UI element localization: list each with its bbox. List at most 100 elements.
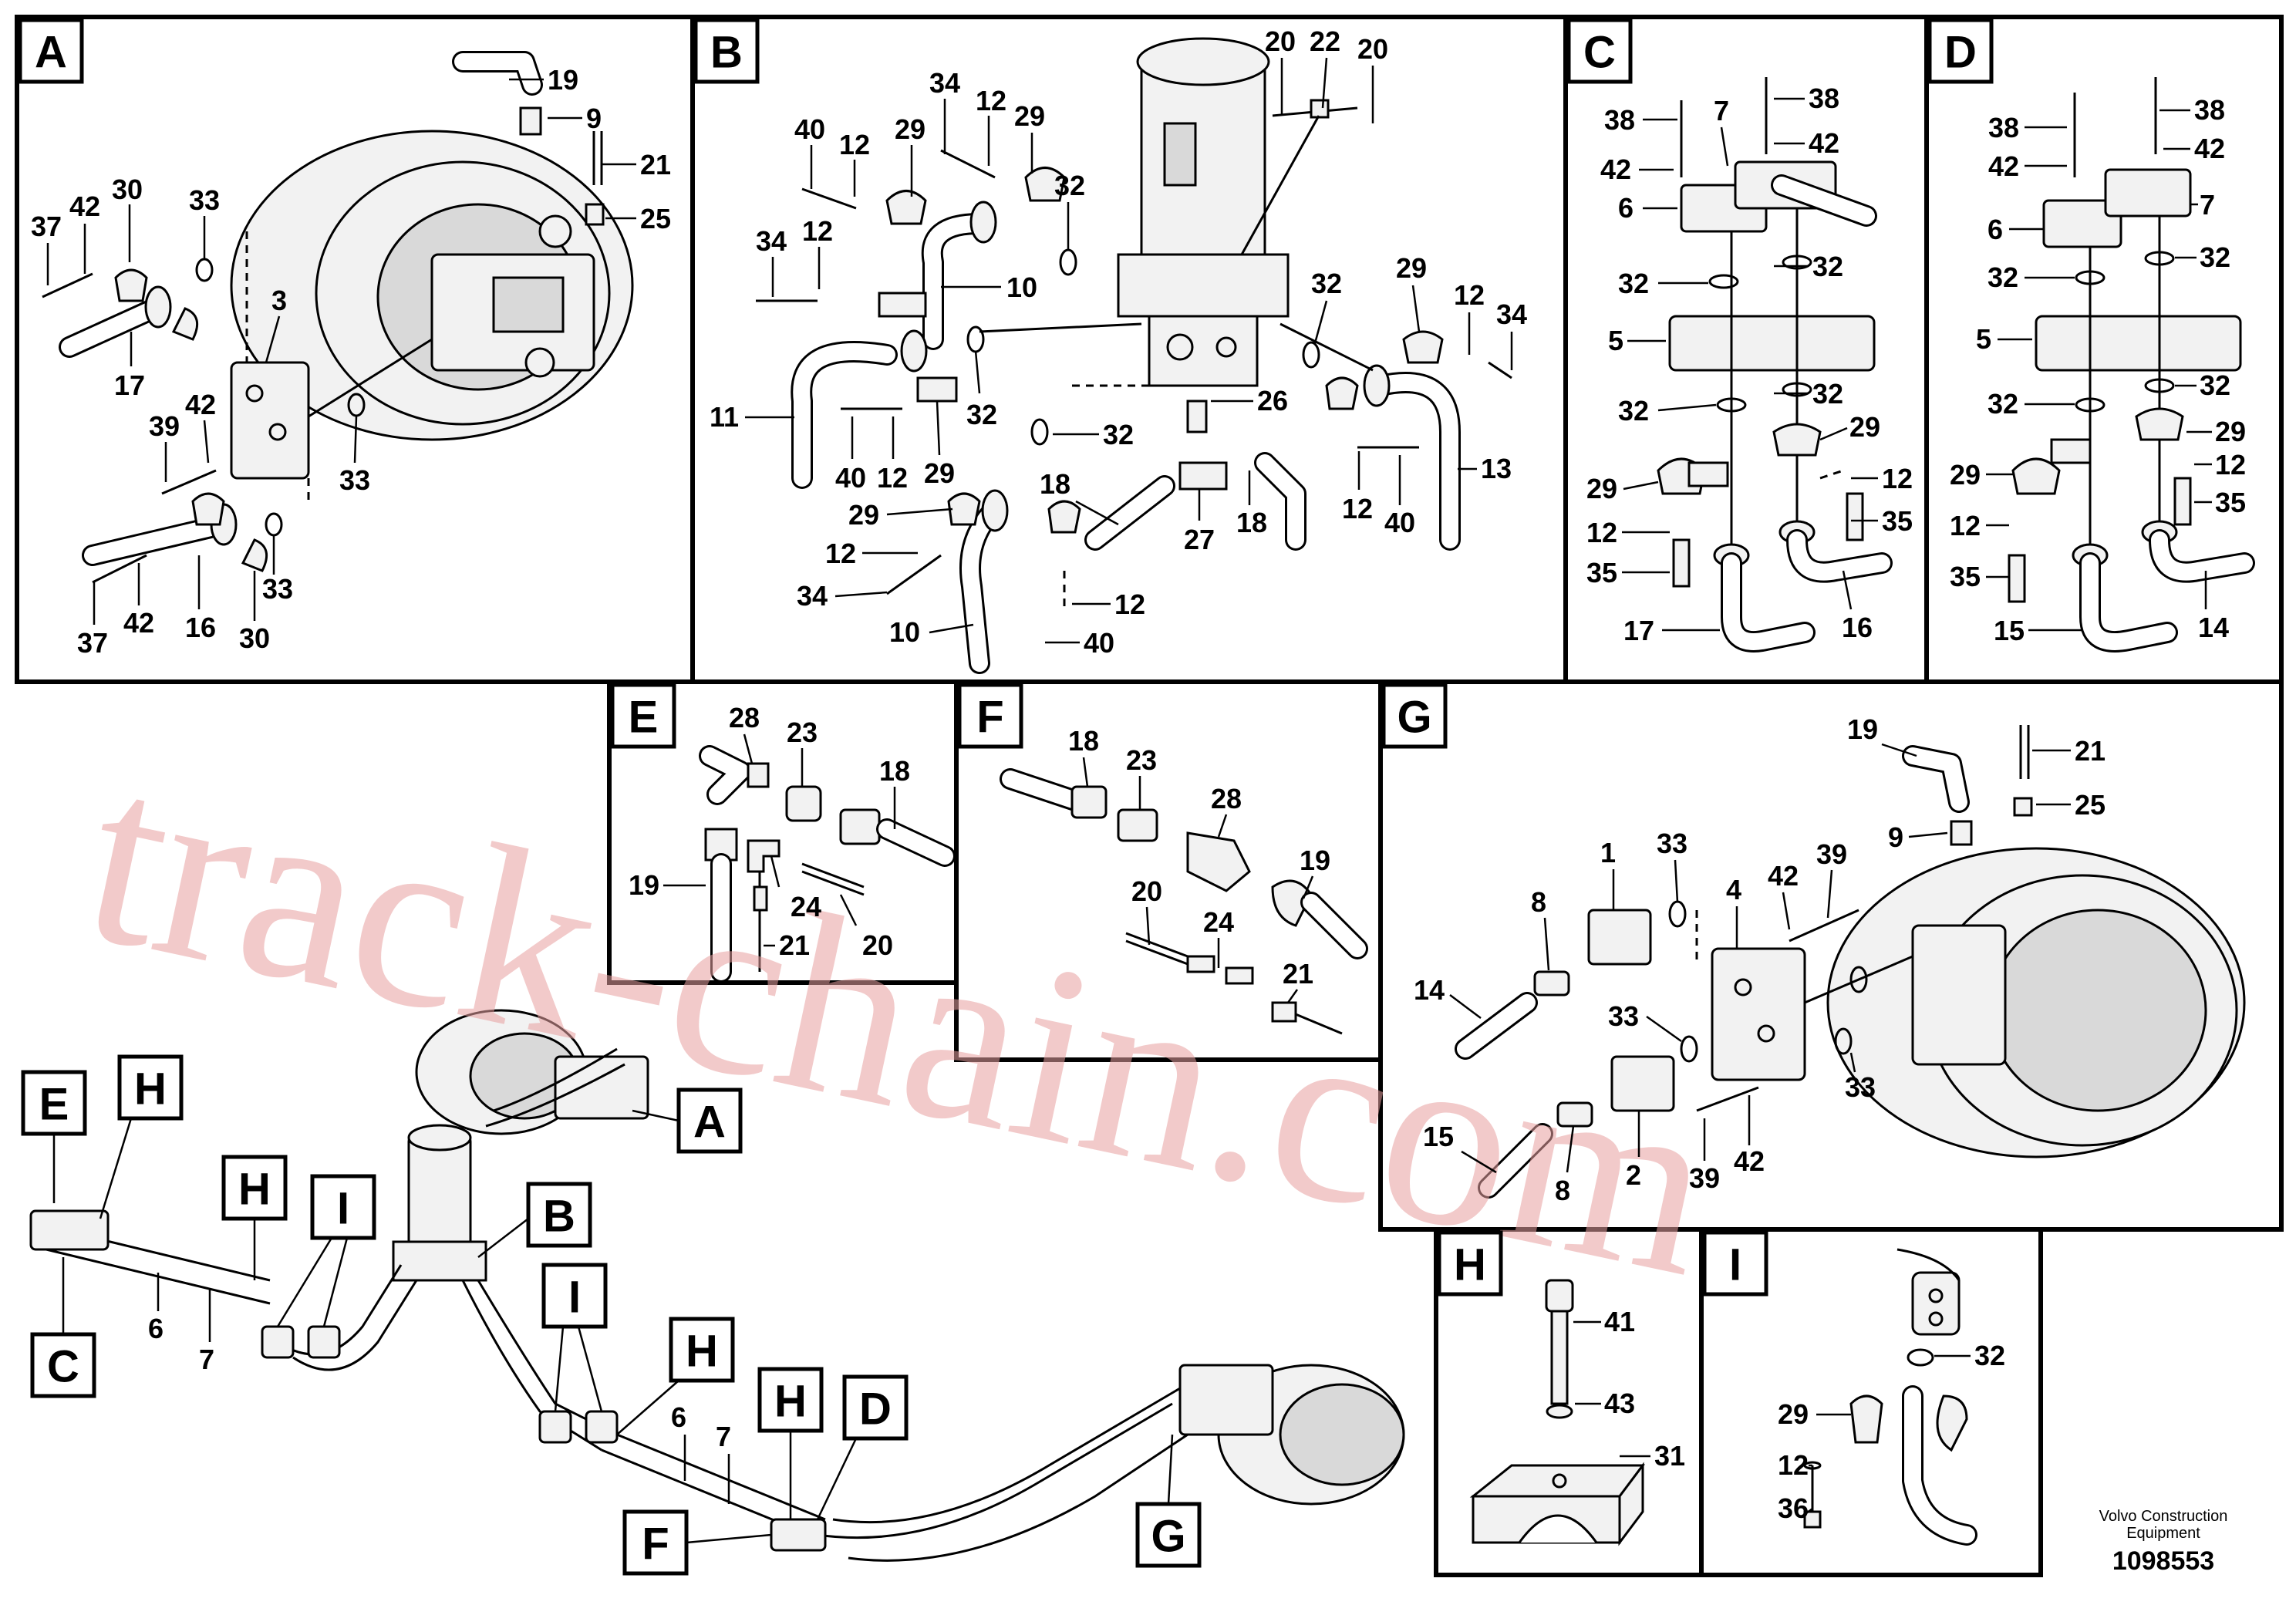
- callout-d: 6: [1988, 214, 2003, 245]
- callout-b: 29: [1014, 100, 1045, 132]
- callout-a: 9: [586, 103, 602, 134]
- callout-a: 30: [112, 174, 143, 205]
- callout-d: 12: [1950, 510, 1981, 541]
- callout-b: 12: [1342, 493, 1373, 524]
- panel-h-drawing: [1469, 1279, 1645, 1546]
- panel-c-drawing: [1657, 77, 1893, 653]
- panel-b-tag: B: [710, 28, 743, 78]
- callout-b: 12: [1114, 588, 1145, 620]
- callout-h: 41: [1604, 1306, 1635, 1337]
- callout-b: 32: [1054, 170, 1085, 201]
- callout-g: 2: [1626, 1159, 1641, 1191]
- callout-b: 13: [1481, 453, 1512, 484]
- callout-c: 42: [1600, 153, 1631, 185]
- callout-a: 17: [114, 369, 145, 401]
- company-name-line1: Volvo Construction: [2099, 1508, 2228, 1525]
- callout-a: 33: [262, 573, 293, 605]
- callout-a: 16: [185, 612, 216, 643]
- panel-e-tag: E: [629, 693, 659, 743]
- overview-tag-i-2: I: [568, 1273, 581, 1323]
- callout-f: 28: [1211, 783, 1242, 814]
- callout-b: 12: [1454, 279, 1485, 311]
- callout-c: 38: [1604, 104, 1635, 136]
- callout-g: 4: [1726, 874, 1741, 905]
- callout-f: 24: [1203, 906, 1234, 938]
- callout-c: 32: [1618, 268, 1649, 299]
- callout-i: 12: [1778, 1449, 1809, 1481]
- callout-g: 39: [1816, 838, 1847, 870]
- callout-g: 33: [1657, 828, 1687, 859]
- callout-c: 42: [1809, 127, 1839, 159]
- callout-g: 42: [1768, 860, 1799, 892]
- overview-callout: 7: [199, 1344, 214, 1375]
- callout-a: 42: [69, 191, 100, 222]
- callout-g: 33: [1845, 1071, 1876, 1103]
- callout-b: 29: [924, 457, 955, 489]
- callout-b: 34: [929, 67, 960, 99]
- callout-b: 18: [1236, 507, 1267, 538]
- drawing-number: 1098553: [2112, 1546, 2214, 1576]
- callout-g: 33: [1608, 1000, 1639, 1032]
- callout-b: 34: [797, 580, 828, 612]
- panel-tags: A B C D E F G H I: [18, 18, 1994, 1297]
- callout-c: 5: [1608, 325, 1623, 356]
- overview-tag-g: G: [1151, 1512, 1185, 1562]
- panel-b-drawing: [756, 37, 1512, 674]
- callout-c: 17: [1623, 615, 1654, 646]
- panel-e-drawing: [699, 745, 956, 983]
- callout-b: 10: [1006, 271, 1037, 303]
- callout-i: 29: [1778, 1398, 1809, 1430]
- callout-g: 9: [1888, 821, 1903, 853]
- callout-d: 42: [1988, 150, 2019, 182]
- callout-b: 10: [889, 616, 920, 648]
- callout-d: 32: [2200, 369, 2230, 401]
- callout-d: 32: [1988, 261, 2018, 293]
- overview-tag-d: D: [859, 1384, 892, 1435]
- panel-b-callouts: 20 22 20 34 12 29 40 12 29 32 34 12 10 3…: [710, 25, 1527, 659]
- overview-callouts: 6 7 6 7: [148, 1273, 731, 1504]
- callout-a: 42: [123, 607, 154, 639]
- callout-a: 33: [189, 184, 220, 216]
- callout-b: 12: [802, 215, 833, 247]
- callout-b: 34: [756, 225, 787, 257]
- panel-h-tag: H: [1454, 1240, 1486, 1290]
- overview-tags: E H C H I A B H I H D F: [21, 1054, 1202, 1576]
- panel-a-callouts: 19 9 21 25 37 42 30 33 3 17 42 39 33 37 …: [31, 64, 671, 659]
- overview-tag-h-2: H: [238, 1165, 271, 1215]
- callout-a: 37: [77, 627, 108, 659]
- callout-e: 19: [629, 869, 659, 901]
- drawing-footer: Volvo Construction Equipment 1098553: [2099, 1508, 2228, 1576]
- callout-c: 32: [1812, 378, 1843, 410]
- callout-d: 32: [2200, 241, 2230, 273]
- panel-i-tag: I: [1729, 1240, 1741, 1290]
- callout-a: 39: [149, 410, 180, 442]
- callout-g: 8: [1555, 1175, 1570, 1206]
- callout-c: 12: [1882, 463, 1913, 494]
- callout-g: 25: [2075, 789, 2106, 821]
- callout-i: 32: [1974, 1340, 2005, 1371]
- callout-e: 18: [879, 755, 910, 787]
- callout-c: 16: [1842, 612, 1873, 643]
- callout-h: 43: [1604, 1388, 1635, 1419]
- callout-g: 15: [1423, 1121, 1454, 1152]
- callout-f: 19: [1300, 845, 1330, 876]
- callout-e: 23: [787, 717, 818, 748]
- callout-b: 20: [1265, 25, 1296, 57]
- callout-a: 37: [31, 211, 62, 242]
- callout-b: 29: [848, 499, 879, 531]
- overview-callout: 6: [148, 1313, 164, 1344]
- callout-d: 7: [2200, 189, 2215, 221]
- callout-c: 7: [1714, 95, 1729, 126]
- callout-d: 12: [2215, 449, 2246, 481]
- callout-b: 27: [1184, 524, 1215, 555]
- callout-a: 33: [339, 464, 370, 496]
- overview-callout: 7: [716, 1421, 731, 1452]
- panel-c-callouts: 38 7 38 42 42 6 32 32 5 32 32 29 29 12 1…: [1586, 83, 1913, 646]
- panel-d-callouts: 38 38 42 42 7 6 32 32 5 32 32 29 29 12 1…: [1950, 94, 2246, 646]
- panel-f-tag: F: [976, 693, 1003, 743]
- overview-tag-e: E: [39, 1080, 69, 1130]
- callout-c: 38: [1809, 83, 1839, 114]
- callout-b: 29: [895, 113, 925, 145]
- callout-c: 29: [1586, 473, 1617, 504]
